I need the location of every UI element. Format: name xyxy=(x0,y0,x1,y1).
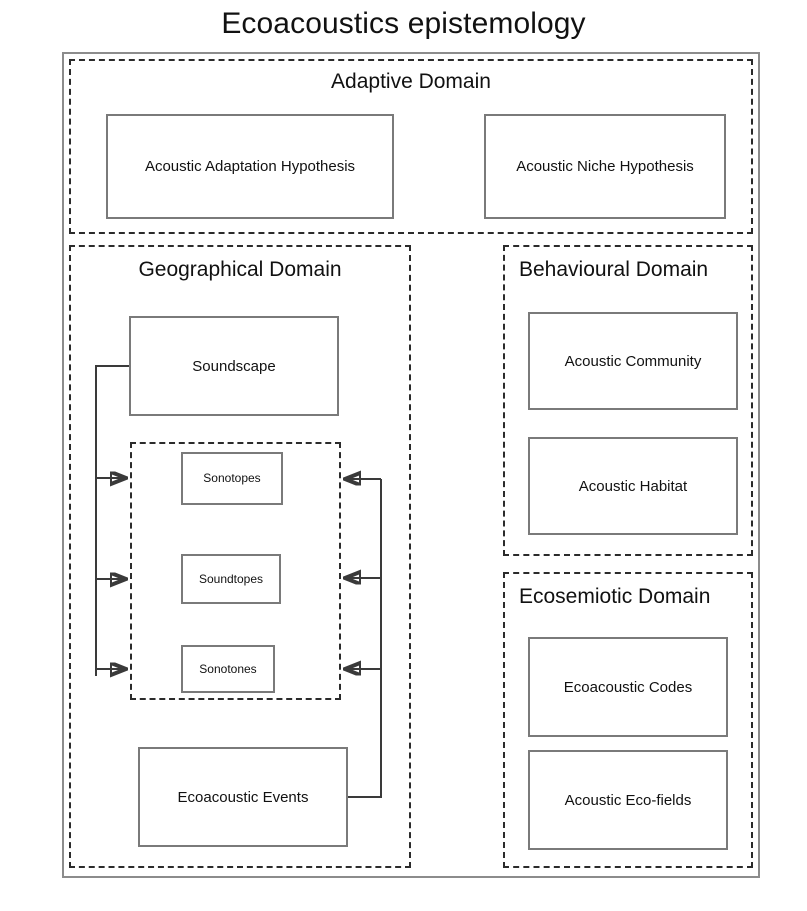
box-acoustic-community[interactable]: Acoustic Community xyxy=(528,312,738,410)
page-title: Ecoacoustics epistemology xyxy=(221,7,586,40)
box-soundtopes[interactable]: Soundtopes xyxy=(181,554,281,604)
box-ecoacoustic-events[interactable]: Ecoacoustic Events xyxy=(138,747,348,847)
domain-adaptive-title: Adaptive Domain xyxy=(331,70,491,93)
box-acoustic-niche-hypothesis[interactable]: Acoustic Niche Hypothesis xyxy=(484,114,726,219)
box-acoustic-eco-fields[interactable]: Acoustic Eco-fields xyxy=(528,750,728,850)
box-sonotones[interactable]: Sonotones xyxy=(181,645,275,693)
domain-behavioural-title: Behavioural Domain xyxy=(519,258,709,281)
group-sonotope-cluster xyxy=(130,442,341,700)
domain-behavioural: Behavioural Domain xyxy=(503,245,753,556)
box-acoustic-adaptation-hypothesis[interactable]: Acoustic Adaptation Hypothesis xyxy=(106,114,394,219)
box-acoustic-habitat[interactable]: Acoustic Habitat xyxy=(528,437,738,535)
domain-ecosemiotic: Ecosemiotic Domain xyxy=(503,572,753,868)
domain-adaptive: Adaptive Domain xyxy=(69,59,753,234)
domain-geographical-title: Geographical Domain xyxy=(138,258,342,281)
box-ecoacoustic-codes[interactable]: Ecoacoustic Codes xyxy=(528,637,728,737)
box-soundscape[interactable]: Soundscape xyxy=(129,316,339,416)
domain-ecosemiotic-title: Ecosemiotic Domain xyxy=(519,585,711,608)
domain-geographical: Geographical Domain xyxy=(69,245,411,868)
box-sonotopes[interactable]: Sonotopes xyxy=(181,452,283,505)
